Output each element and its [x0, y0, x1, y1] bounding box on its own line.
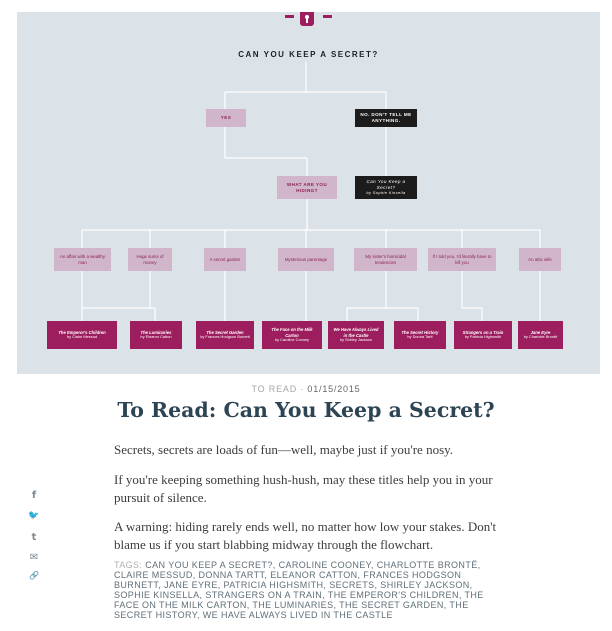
- book-author: by Shirley Jackson: [339, 336, 373, 342]
- book-title: The Secret History: [401, 329, 439, 335]
- badge-tick-right: [323, 15, 332, 18]
- post-category-link[interactable]: TO READ: [251, 384, 297, 394]
- book-author: by Sophie Kinsella: [366, 189, 406, 195]
- paragraph: If you're keeping something hush-hush, m…: [114, 472, 493, 505]
- book-title: The Luminaries: [140, 329, 172, 335]
- node-book: Strangers on a Train by Patricia Highsmi…: [454, 321, 512, 349]
- node-book: The Luminaries by Eleanor Catton: [130, 321, 182, 349]
- badge-tick-left: [285, 15, 294, 18]
- paragraph: A warning: hiding rarely ends well, no m…: [114, 519, 497, 552]
- book-title: Can You Keep a Secret?: [366, 179, 406, 191]
- tags-label: TAGS:: [114, 560, 143, 570]
- post-title: To Read: Can You Keep a Secret?: [117, 398, 495, 422]
- node-book: We Have Always Lived in the Castle by Sh…: [328, 321, 384, 349]
- node-secret: My sister's homicidal tendencies: [354, 248, 417, 271]
- book-author: by Donna Tartt: [407, 334, 433, 340]
- node-book: Jane Eyre by Charlotte Brontë: [518, 321, 563, 349]
- node-book: The Emperor's Children by Claire Messud: [47, 321, 117, 349]
- link-icon[interactable]: 🔗: [29, 570, 39, 580]
- node-book: The Secret Garden by Frances Hodgson Bur…: [196, 321, 254, 349]
- node-secret: A secret garden: [204, 248, 246, 271]
- book-author: by Caroline Cooney: [274, 336, 310, 342]
- node-secret: An affair with a wealthy man: [54, 248, 111, 271]
- book-author: by Patricia Highsmith: [464, 334, 502, 340]
- node-no: NO. DON'T TELL ME ANYTHING.: [355, 109, 417, 127]
- book-author: by Claire Messud: [66, 334, 98, 340]
- node-secret: An attic wife: [519, 248, 561, 271]
- tumblr-icon[interactable]: t: [31, 531, 37, 543]
- book-title: Strangers on a Train: [462, 329, 504, 335]
- flowchart-image: CAN YOU KEEP A SECRET? YES NO. DON'T TEL…: [17, 12, 600, 374]
- facebook-icon[interactable]: f: [31, 489, 37, 501]
- node-hiding: WHAT ARE YOU HIDING?: [277, 176, 337, 199]
- node-yes: YES: [206, 109, 246, 127]
- post-tags: TAGS: CAN YOU KEEP A SECRET?, CAROLINE C…: [114, 560, 494, 620]
- node-secret: Huge sums of money: [128, 248, 172, 271]
- node-secret: If I told you, I'd literally have to kil…: [428, 248, 496, 271]
- flowchart-connectors: [81, 62, 541, 321]
- node-book: The Face on the Milk Carton by Caroline …: [262, 321, 322, 349]
- node-secret: Mysterious parentage: [278, 248, 334, 271]
- book-author: by Charlotte Brontë: [523, 334, 558, 340]
- book-title: We Have Always Lived in the Castle: [333, 327, 379, 338]
- paragraph: Secrets, secrets are loads of fun—well, …: [114, 442, 454, 457]
- book-title: The Emperor's Children: [58, 329, 106, 335]
- post-meta: TO READ · 01/15/2015: [0, 384, 612, 394]
- book-title: Jane Eyre: [530, 329, 551, 335]
- node-no-book: Can You Keep a Secret? by Sophie Kinsell…: [355, 176, 417, 199]
- book-title: The Face on the Milk Carton: [271, 327, 313, 338]
- book-author: by Frances Hodgson Burnett: [200, 334, 250, 340]
- book-title: The Secret Garden: [206, 329, 244, 335]
- node-book: The Secret History by Donna Tartt: [394, 321, 446, 349]
- flowchart-question: CAN YOU KEEP A SECRET?: [238, 50, 379, 59]
- book-author: by Eleanor Catton: [140, 334, 172, 340]
- twitter-icon[interactable]: 🐦: [28, 511, 40, 521]
- email-icon[interactable]: ✉: [29, 551, 39, 563]
- keyhole-icon: [300, 12, 314, 26]
- tags-list[interactable]: CAN YOU KEEP A SECRET?, CAROLINE COONEY,…: [114, 560, 484, 620]
- meta-separator: ·: [297, 384, 308, 394]
- post-date: 01/15/2015: [307, 384, 361, 394]
